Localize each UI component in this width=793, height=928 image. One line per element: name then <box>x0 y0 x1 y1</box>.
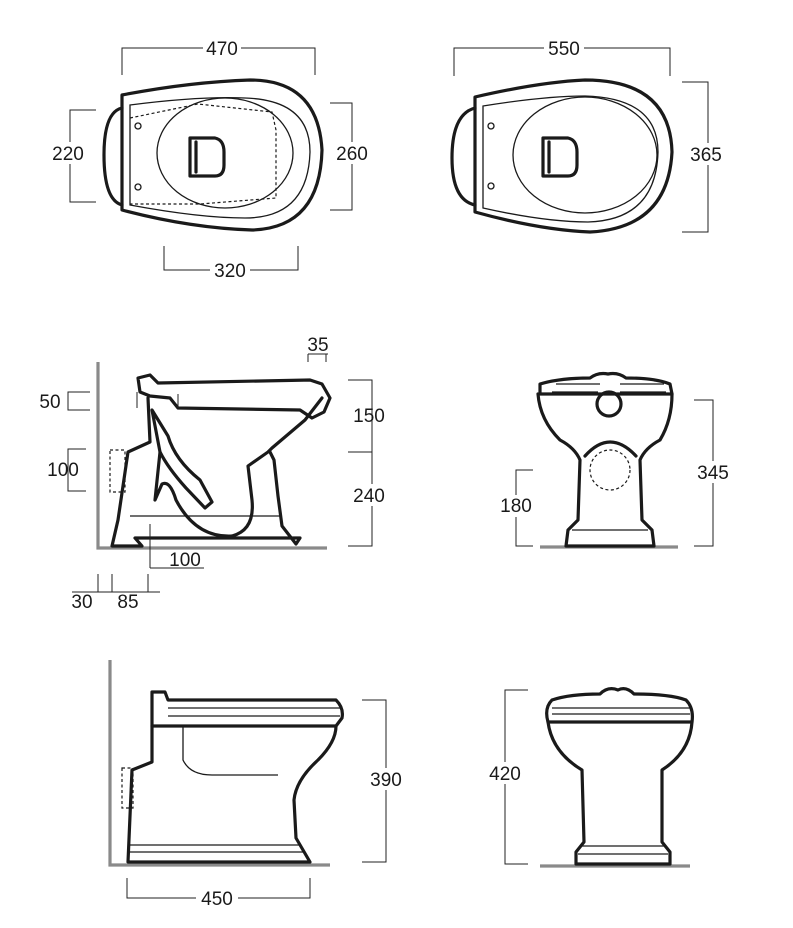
plan-right-hinge-1 <box>487 122 495 130</box>
side-section-trap <box>153 396 324 538</box>
front-view-tank-slots <box>552 383 666 393</box>
dim-260: 260 <box>336 144 368 165</box>
front-lower-base-lines <box>578 845 668 855</box>
side-elevation-outlet-hidden <box>121 767 134 809</box>
side-elevation-wall <box>108 660 330 867</box>
dim-240: 240 <box>353 486 385 507</box>
dim-450: 450 <box>201 889 233 910</box>
front-view-upper <box>536 371 678 549</box>
side-section-body <box>110 396 302 548</box>
front-lower-seat-lines <box>552 707 690 715</box>
front-lower-seat <box>545 687 694 724</box>
dim-35: 35 <box>307 335 328 356</box>
plan-left-tank <box>102 106 124 207</box>
side-elevation-dims: 390 450 <box>126 699 408 910</box>
side-elevation-base-lines <box>130 844 304 853</box>
plan-left-hinge-2 <box>134 183 142 191</box>
plan-left-seat-inner <box>156 97 294 209</box>
dim-550: 550 <box>548 39 580 60</box>
plan-right-outline <box>473 78 674 234</box>
dim-30: 30 <box>71 592 92 613</box>
plan-right-dims: 550 365 <box>453 38 728 233</box>
plan-right-drain <box>541 136 579 178</box>
front-view-outlet-hidden <box>589 449 631 491</box>
dim-100-bottom: 100 <box>169 550 201 571</box>
side-section-view <box>96 362 332 550</box>
side-elevation-view <box>108 660 344 867</box>
dim-470: 470 <box>206 39 238 60</box>
plan-view-left <box>102 78 324 232</box>
dim-345: 345 <box>697 463 729 484</box>
dim-100-left: 100 <box>47 460 79 481</box>
dim-320: 320 <box>214 261 246 282</box>
plan-left-dims: 470 220 260 320 <box>50 38 372 282</box>
side-elevation-body <box>126 724 338 864</box>
plan-view-right <box>450 78 674 234</box>
side-section-wall <box>96 362 327 550</box>
side-section-dims: 35 50 100 150 240 100 30 85 <box>39 335 392 613</box>
plan-left-bowl-hidden <box>129 103 277 205</box>
side-elevation-seat-lines <box>168 707 340 717</box>
front-view-inlet <box>595 390 623 418</box>
side-section-bowl <box>150 408 214 510</box>
front-view-arch <box>583 440 638 458</box>
side-elevation-seat <box>150 690 344 728</box>
front-view-lower-dims: 420 <box>484 689 528 865</box>
plan-left-outline <box>120 78 324 232</box>
dim-390: 390 <box>370 770 402 791</box>
plan-right-tank <box>450 106 477 207</box>
side-elevation-bowl-line <box>182 726 278 776</box>
side-section-rim <box>136 373 332 420</box>
plan-right-seat-inner <box>512 96 658 214</box>
front-view-upper-dims: 180 345 <box>496 399 734 547</box>
dim-420: 420 <box>489 764 521 785</box>
dim-50: 50 <box>39 392 60 413</box>
dim-150: 150 <box>353 406 385 427</box>
dim-85: 85 <box>117 592 138 613</box>
dim-365: 365 <box>690 145 722 166</box>
plan-right-hinge-2 <box>487 182 495 190</box>
front-lower-bowl <box>546 720 694 866</box>
front-view-lower <box>540 687 694 868</box>
front-view-bowl <box>536 392 674 548</box>
dim-220: 220 <box>52 144 84 165</box>
side-section-outlet-hidden <box>109 449 126 493</box>
front-view-rim <box>538 371 674 396</box>
plan-right-seat-outer <box>482 95 659 223</box>
plan-left-hinge-1 <box>134 122 142 130</box>
dim-180: 180 <box>500 496 532 517</box>
plan-left-drain <box>188 136 226 178</box>
